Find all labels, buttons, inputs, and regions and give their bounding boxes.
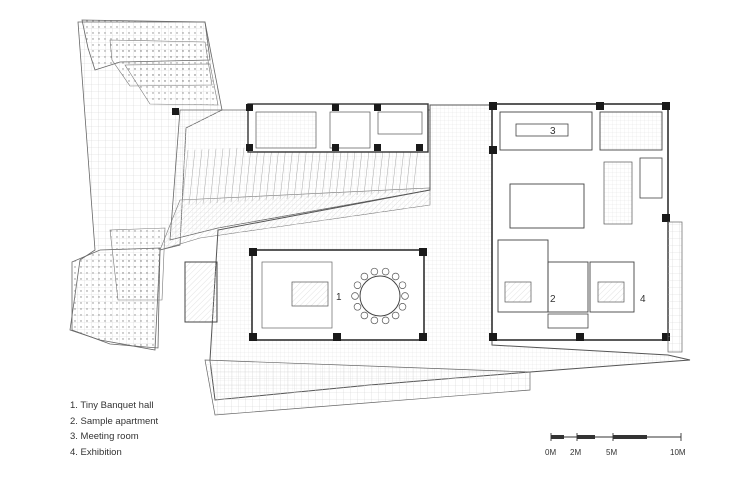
legend: 1. Tiny Banquet hall 2. Sample apartment… xyxy=(70,398,158,460)
stair-tread xyxy=(216,148,224,204)
chair xyxy=(401,292,409,300)
legend-item: 1. Tiny Banquet hall xyxy=(70,400,154,411)
stair-tread xyxy=(258,146,266,201)
room-number-2: 2 xyxy=(550,294,556,305)
chair xyxy=(360,272,369,281)
stair-tread xyxy=(195,149,203,205)
stair-tread xyxy=(209,148,217,204)
stair-tread xyxy=(181,149,189,206)
chair xyxy=(398,303,407,311)
chair xyxy=(370,316,379,325)
room-number-3: 3 xyxy=(550,126,556,137)
stair-tread xyxy=(307,144,315,198)
stair-tread xyxy=(244,147,252,202)
stair-tread xyxy=(251,146,259,202)
chair xyxy=(398,281,407,289)
legend-item: 4. Exhibition xyxy=(70,446,122,458)
scale-label-2: 2M xyxy=(570,448,581,457)
legend-item: 2. Sample apartment xyxy=(70,415,159,427)
legend-item: 3. Meeting room xyxy=(70,431,139,442)
stair-tread xyxy=(321,143,329,198)
scale-label-5: 5M xyxy=(606,448,617,457)
stair-tread xyxy=(279,145,287,200)
scale-bar: 0M 2M 5M 10M xyxy=(545,433,686,457)
stair-tread xyxy=(265,146,273,201)
chair xyxy=(370,267,379,276)
scale-label-10: 10M xyxy=(670,448,686,457)
stair-tread xyxy=(202,149,210,204)
chair xyxy=(381,316,390,325)
room-number-4: 4 xyxy=(640,294,646,305)
stair-tread xyxy=(237,147,245,202)
chair xyxy=(391,272,400,281)
scale-label-0: 0M xyxy=(545,448,556,457)
stair-tread xyxy=(230,147,238,203)
stair-tread xyxy=(272,146,280,200)
chair xyxy=(351,292,359,300)
right-block xyxy=(489,102,683,353)
left-ramp xyxy=(69,19,223,351)
banquet-hall xyxy=(249,248,427,341)
stair-tread xyxy=(188,149,196,205)
stair-tread xyxy=(300,144,308,199)
chair xyxy=(353,303,362,311)
stair-tread xyxy=(293,145,301,199)
stair-tread xyxy=(286,145,294,200)
stair-tread xyxy=(314,144,322,198)
room-number-1: 1 xyxy=(336,292,342,303)
chair xyxy=(381,267,390,276)
chair xyxy=(353,281,362,289)
chair xyxy=(360,311,369,320)
service-block xyxy=(172,103,429,153)
stair-tread xyxy=(223,148,231,203)
chair xyxy=(391,311,400,320)
